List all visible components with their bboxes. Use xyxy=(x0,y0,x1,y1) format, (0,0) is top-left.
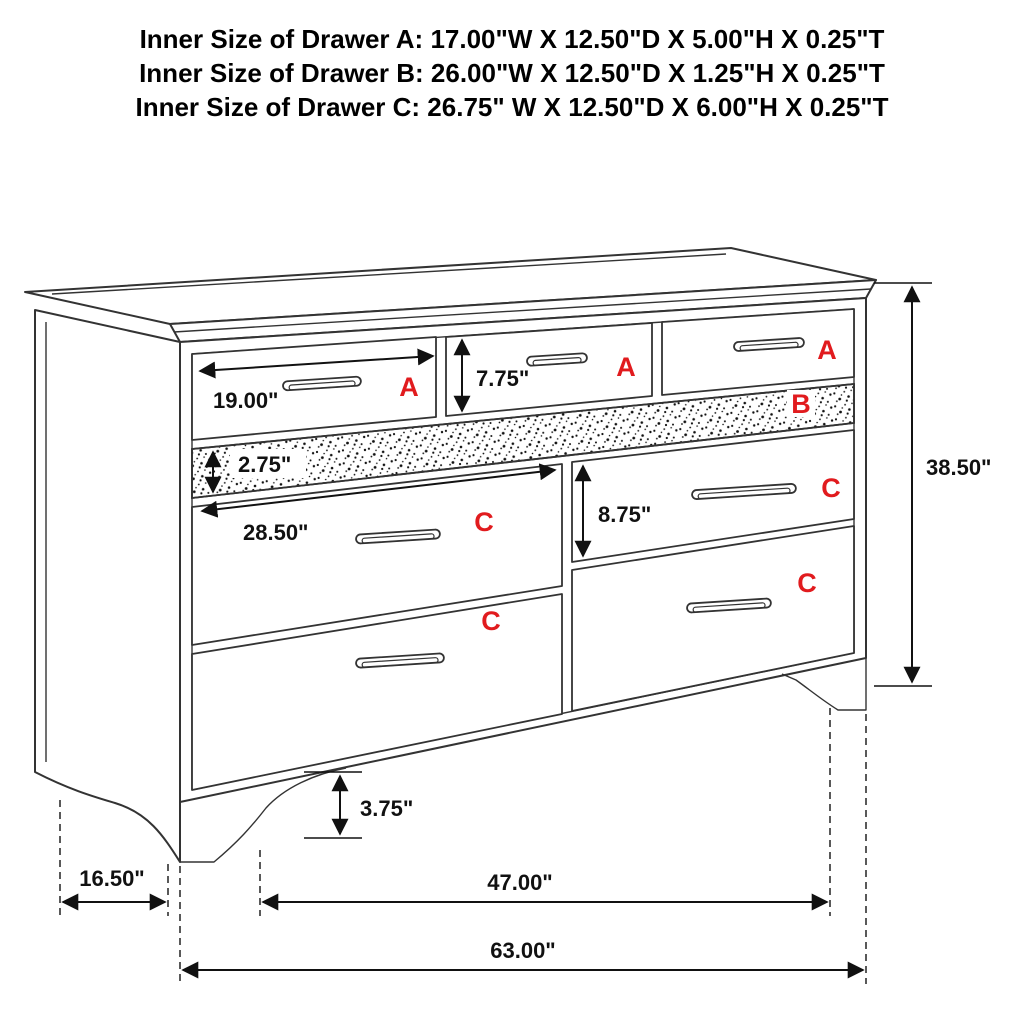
dim-arrow-drawer-a-width xyxy=(198,348,435,379)
dim-drawer-a-width: 19.00" xyxy=(198,348,435,413)
drawer-c-right-top-handle xyxy=(691,483,797,500)
drawer-a2-face xyxy=(445,322,653,417)
dim-depth: 16.50" xyxy=(59,800,169,916)
front-left-leg xyxy=(179,767,347,863)
label-drawer-c-left-top: C xyxy=(474,507,494,537)
dim-label-drawer-a-width: 19.00" xyxy=(213,388,278,413)
dim-label-overall-height: 38.50" xyxy=(926,455,991,480)
dim-arrow-drawer-c-width xyxy=(200,463,557,518)
drawer-a3-handle xyxy=(733,337,805,352)
dim-label-drawer-c-width: 28.50" xyxy=(243,520,308,545)
dresser-top-bevel-line xyxy=(173,288,872,333)
dresser-left-side-panel xyxy=(34,309,181,863)
drawer-handles xyxy=(282,337,805,669)
drawer-c-right-bottom-face xyxy=(571,525,855,712)
drawer-c-left-bottom-face xyxy=(191,593,563,791)
title-block: Inner Size of Drawer A: 17.00"W X 12.50"… xyxy=(135,24,888,122)
dim-label-depth: 16.50" xyxy=(79,866,144,891)
dim-label-drawer-c-height: 8.75" xyxy=(598,502,651,527)
dim-label-drawer-b-height: 2.75" xyxy=(238,452,291,477)
label-drawer-b: B xyxy=(791,389,811,419)
dim-drawer-a-height: 7.75" xyxy=(453,338,529,413)
label-drawer-c-right-bottom: C xyxy=(797,568,817,598)
drawer-a2-handle xyxy=(526,352,588,367)
dim-drawer-c-height: 8.75" xyxy=(574,464,651,558)
dimension-annotations: 19.00" 7.75" 2.75" 28.50" 8.75" 38 xyxy=(59,282,991,984)
drawer-a1-handle xyxy=(282,375,362,392)
dim-base-height: 3.75" xyxy=(304,771,413,839)
label-drawer-a1: A xyxy=(399,372,419,402)
title-line-drawer-a: Inner Size of Drawer A: 17.00"W X 12.50"… xyxy=(140,24,885,54)
dim-leg-span: 47.00" xyxy=(259,708,831,916)
title-line-drawer-c: Inner Size of Drawer C: 26.75" W X 12.50… xyxy=(135,92,888,122)
dim-label-drawer-a-height: 7.75" xyxy=(476,366,529,391)
label-drawer-b-background xyxy=(787,390,815,417)
drawer-c-left-top-handle xyxy=(355,528,441,545)
dim-drawer-c-width: 28.50" xyxy=(200,463,557,545)
front-right-leg xyxy=(781,658,867,711)
label-drawer-a3: A xyxy=(817,335,837,365)
drawer-c-right-bottom-handle xyxy=(686,597,772,614)
title-line-drawer-b: Inner Size of Drawer B: 26.00"W X 12.50"… xyxy=(139,58,885,88)
label-drawer-a2: A xyxy=(616,352,636,382)
dim-overall-width: 63.00" xyxy=(179,714,867,984)
drawer-c-left-bottom-handle xyxy=(355,652,445,669)
dim-label-base-height: 3.75" xyxy=(360,796,413,821)
dim-overall-height: 38.50" xyxy=(874,282,991,687)
drawer-a3-face xyxy=(661,308,855,396)
dim-label-leg-span: 47.00" xyxy=(487,870,552,895)
dresser-top-inner-line xyxy=(51,253,727,295)
label-drawer-c-left-bottom: C xyxy=(481,606,501,636)
label-drawer-c-right-top: C xyxy=(821,473,841,503)
dim-label-overall-width: 63.00" xyxy=(490,938,555,963)
